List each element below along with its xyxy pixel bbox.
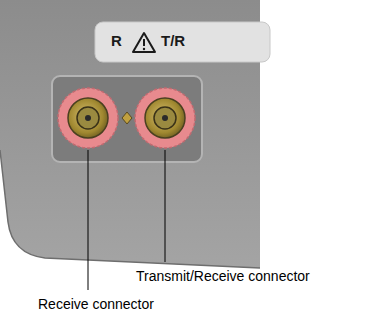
panel-edge (0, 150, 260, 268)
port-marking: R (111, 32, 122, 49)
leader-line (88, 150, 89, 290)
label-plate (95, 22, 270, 62)
center-marker (122, 112, 132, 124)
callout-label: Transmit/Receive connector (136, 268, 310, 284)
port-marking: T/R (161, 32, 185, 49)
receive-connector (58, 88, 118, 148)
warning-symbol (133, 33, 155, 52)
label-plate-text-group: R T/R (95, 22, 270, 62)
connector-recess (52, 76, 202, 162)
leader-line (165, 150, 166, 262)
transmit-receive-connector (135, 88, 195, 148)
callout-label: Receive connector (38, 296, 154, 312)
